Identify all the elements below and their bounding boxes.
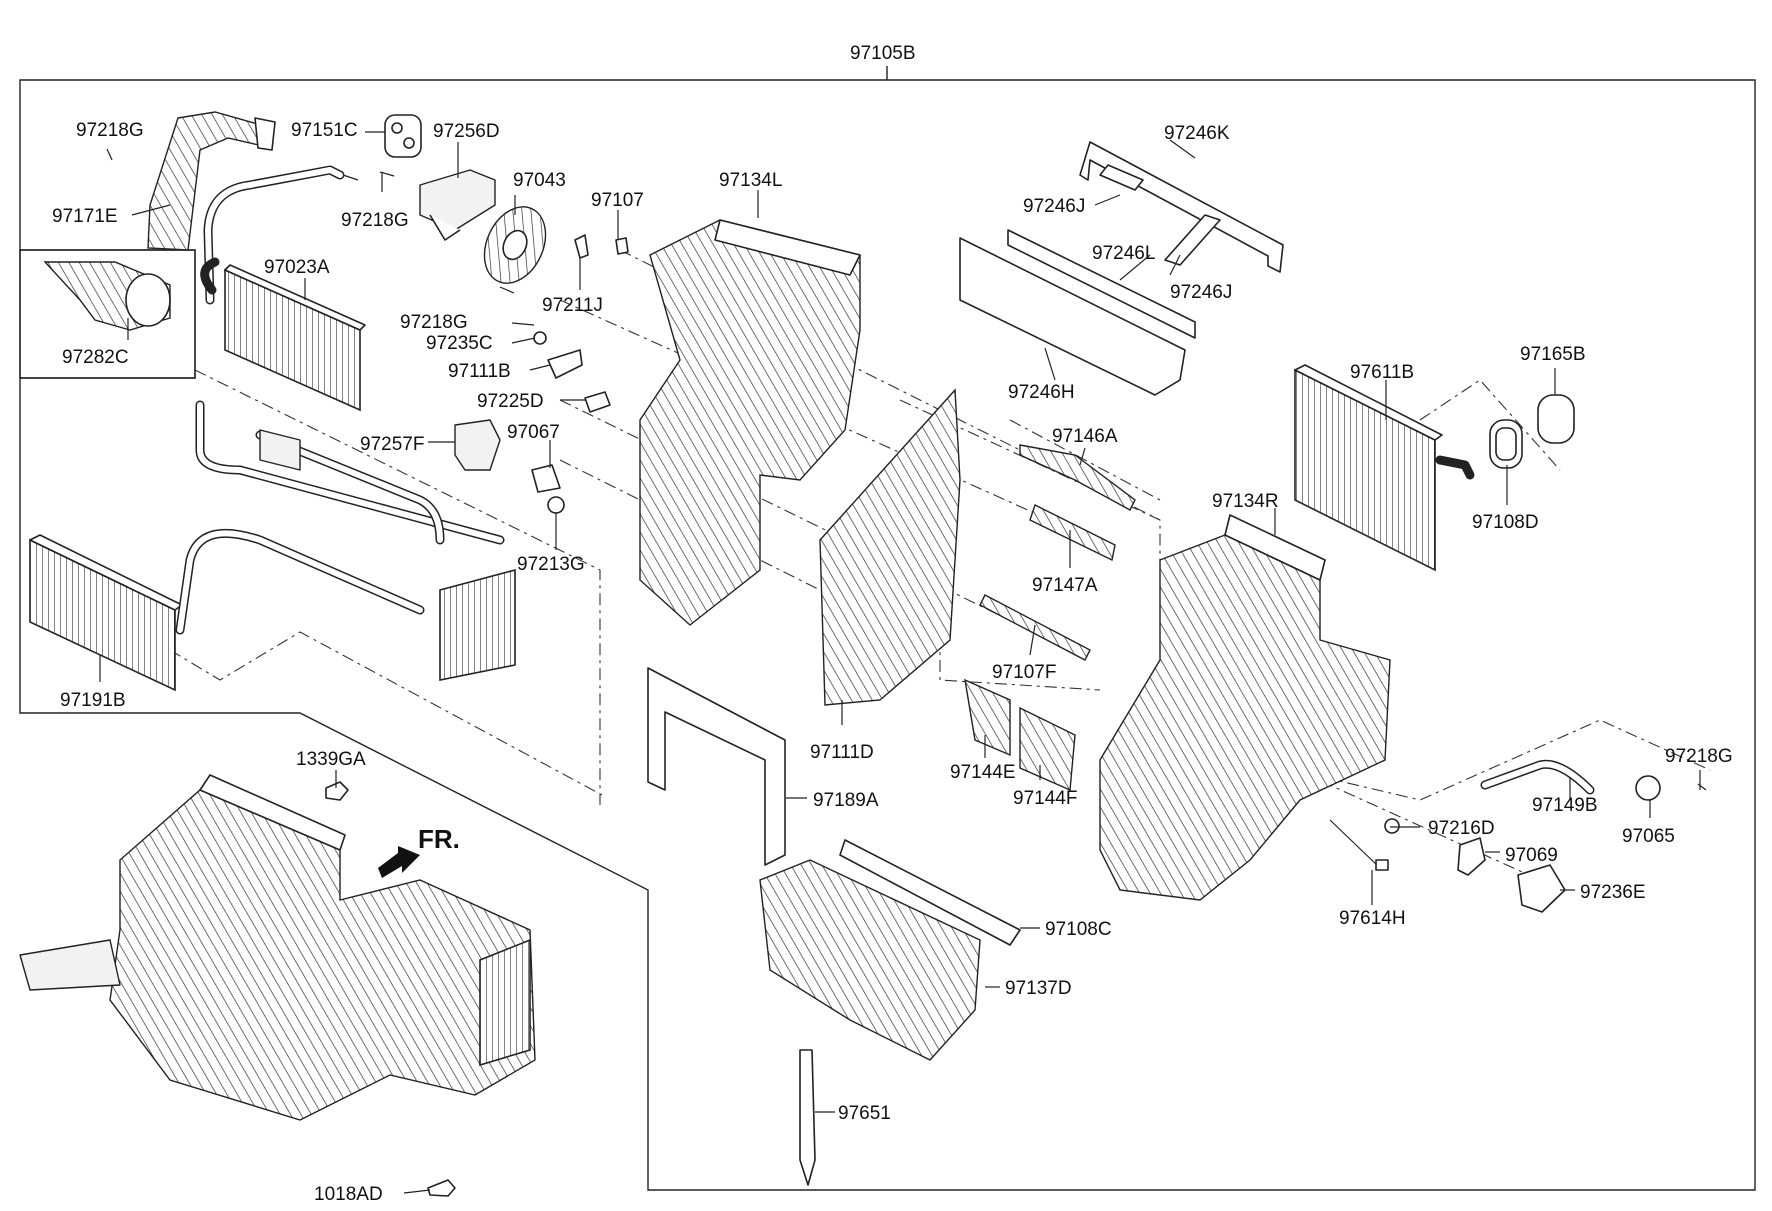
assembly-label: 97105B — [850, 43, 916, 64]
drain-97651 — [799, 1049, 816, 1186]
part-label-97611B: 97611B — [1350, 362, 1414, 383]
part-label-97246K: 97246K — [1164, 123, 1230, 144]
heater-tubes — [200, 165, 345, 305]
foam-97189A — [647, 667, 786, 866]
part-label-97225D: 97225D — [477, 391, 544, 412]
part-label-97134L: 97134L — [719, 170, 782, 191]
bolt-1018AD — [427, 1179, 456, 1197]
part-label-1339GA: 1339GA — [296, 749, 366, 770]
nut-1339GA — [325, 781, 349, 801]
part-label-97213G: 97213G — [517, 554, 585, 575]
part-label-97246H: 97246H — [1008, 382, 1075, 403]
hose-97149B — [1480, 759, 1595, 795]
part-label-97111D: 97111D — [810, 742, 874, 763]
part-label-97651: 97651 — [838, 1103, 891, 1124]
part-label-97246J-b: 97246J — [1170, 282, 1232, 303]
assembled-unit — [19, 774, 536, 1121]
part-label-97108C: 97108C — [1045, 919, 1112, 940]
inset-frame-97282C — [19, 249, 196, 379]
part-label-97023A: 97023A — [264, 257, 330, 278]
part-label-97282C: 97282C — [62, 347, 129, 368]
case-97134L — [639, 219, 861, 626]
part-label-97067: 97067 — [507, 422, 560, 443]
part-label-97218G-c: 97218G — [400, 312, 468, 333]
part-label-97137D: 97137D — [1005, 978, 1072, 999]
part-label-97235C: 97235C — [426, 333, 493, 354]
part-label-97043: 97043 — [513, 170, 566, 191]
duct-97171E — [147, 111, 276, 251]
actuator-97256D — [419, 169, 496, 241]
part-label-97614H: 97614H — [1339, 908, 1406, 929]
part-label-97134R: 97134R — [1212, 491, 1279, 512]
part-label-97144E: 97144E — [950, 762, 1016, 783]
part-label-97151C: 97151C — [291, 120, 358, 141]
motor-97043 — [483, 206, 547, 284]
part-label-97191B: 97191B — [60, 690, 126, 711]
part-label-97147A: 97147A — [1032, 575, 1098, 596]
part-label-97189A: 97189A — [813, 790, 879, 811]
front-arrow — [378, 846, 420, 878]
part-label-97236E: 97236E — [1580, 882, 1646, 903]
part-label-97108D: 97108D — [1472, 512, 1539, 533]
part-label-97165B: 97165B — [1520, 344, 1586, 365]
part-label-97149B: 97149B — [1532, 795, 1598, 816]
part-label-97246L: 97246L — [1092, 243, 1155, 264]
part-label-97218G-d: 97218G — [1665, 746, 1733, 767]
filter-seals-97246 — [959, 141, 1284, 396]
leader-lines — [99, 131, 1701, 1194]
part-label-97171E: 97171E — [52, 206, 118, 227]
lower-case-97137D — [759, 839, 1021, 1061]
part-label-97069: 97069 — [1505, 845, 1558, 866]
part-label-97111B: 97111B — [448, 361, 511, 382]
part-label-97216D: 97216D — [1428, 818, 1495, 839]
actuator-97257F — [454, 419, 501, 471]
small-fasteners — [342, 171, 1707, 913]
case-97134R — [1099, 514, 1391, 901]
evaporator-97191B — [29, 400, 516, 692]
part-label-97256D: 97256D — [433, 121, 500, 142]
seals-97108D-97165B — [1489, 394, 1575, 469]
part-label-97144F: 97144F — [1013, 788, 1077, 809]
doors — [964, 444, 1136, 792]
part-label-1018AD: 1018AD — [314, 1184, 383, 1205]
duct-97282C — [43, 261, 171, 331]
panel-97111D — [819, 388, 961, 706]
part-labels: 97105B 97218G 97151C 97256D 97043 97171E… — [52, 43, 1733, 1205]
part-label-97218G: 97218G — [76, 120, 144, 141]
front-indicator-label: FR. — [418, 824, 460, 854]
part-label-97211J: 97211J — [542, 295, 603, 316]
part-label-97065: 97065 — [1622, 826, 1675, 847]
heater-core-97611B — [1294, 364, 1475, 572]
part-label-97218G-b: 97218G — [341, 210, 409, 231]
heater-core-97023A — [224, 264, 366, 412]
gasket-97151C — [384, 114, 422, 158]
part-label-97246J: 97246J — [1023, 196, 1085, 217]
part-label-97257F: 97257F — [360, 434, 424, 455]
part-label-97107: 97107 — [591, 190, 644, 211]
part-label-97107F: 97107F — [992, 662, 1056, 683]
part-label-97146A: 97146A — [1052, 426, 1118, 447]
